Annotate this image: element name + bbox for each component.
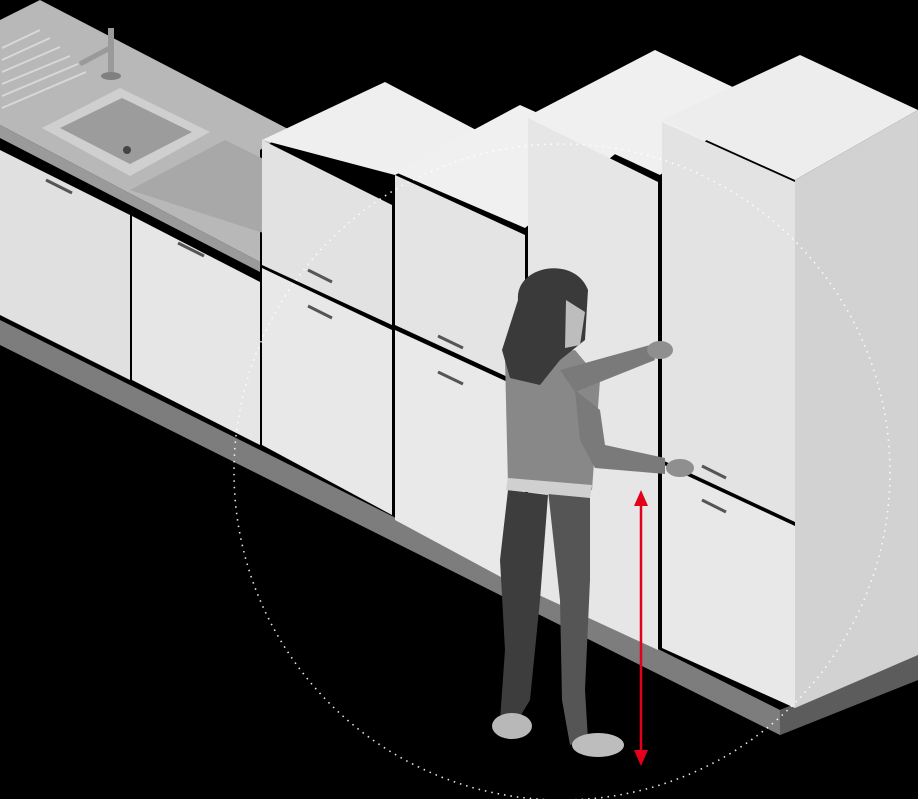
figure-hand-lower <box>666 459 694 477</box>
faucet <box>108 28 114 76</box>
faucet-base <box>101 72 121 80</box>
fridge-side <box>795 110 918 708</box>
sink-drain <box>123 146 131 154</box>
figure-shoe-right <box>572 733 624 757</box>
figure-hand-upper <box>647 341 673 359</box>
figure-shoe-left <box>492 713 532 739</box>
tall-cabinet-fridge <box>662 55 918 708</box>
